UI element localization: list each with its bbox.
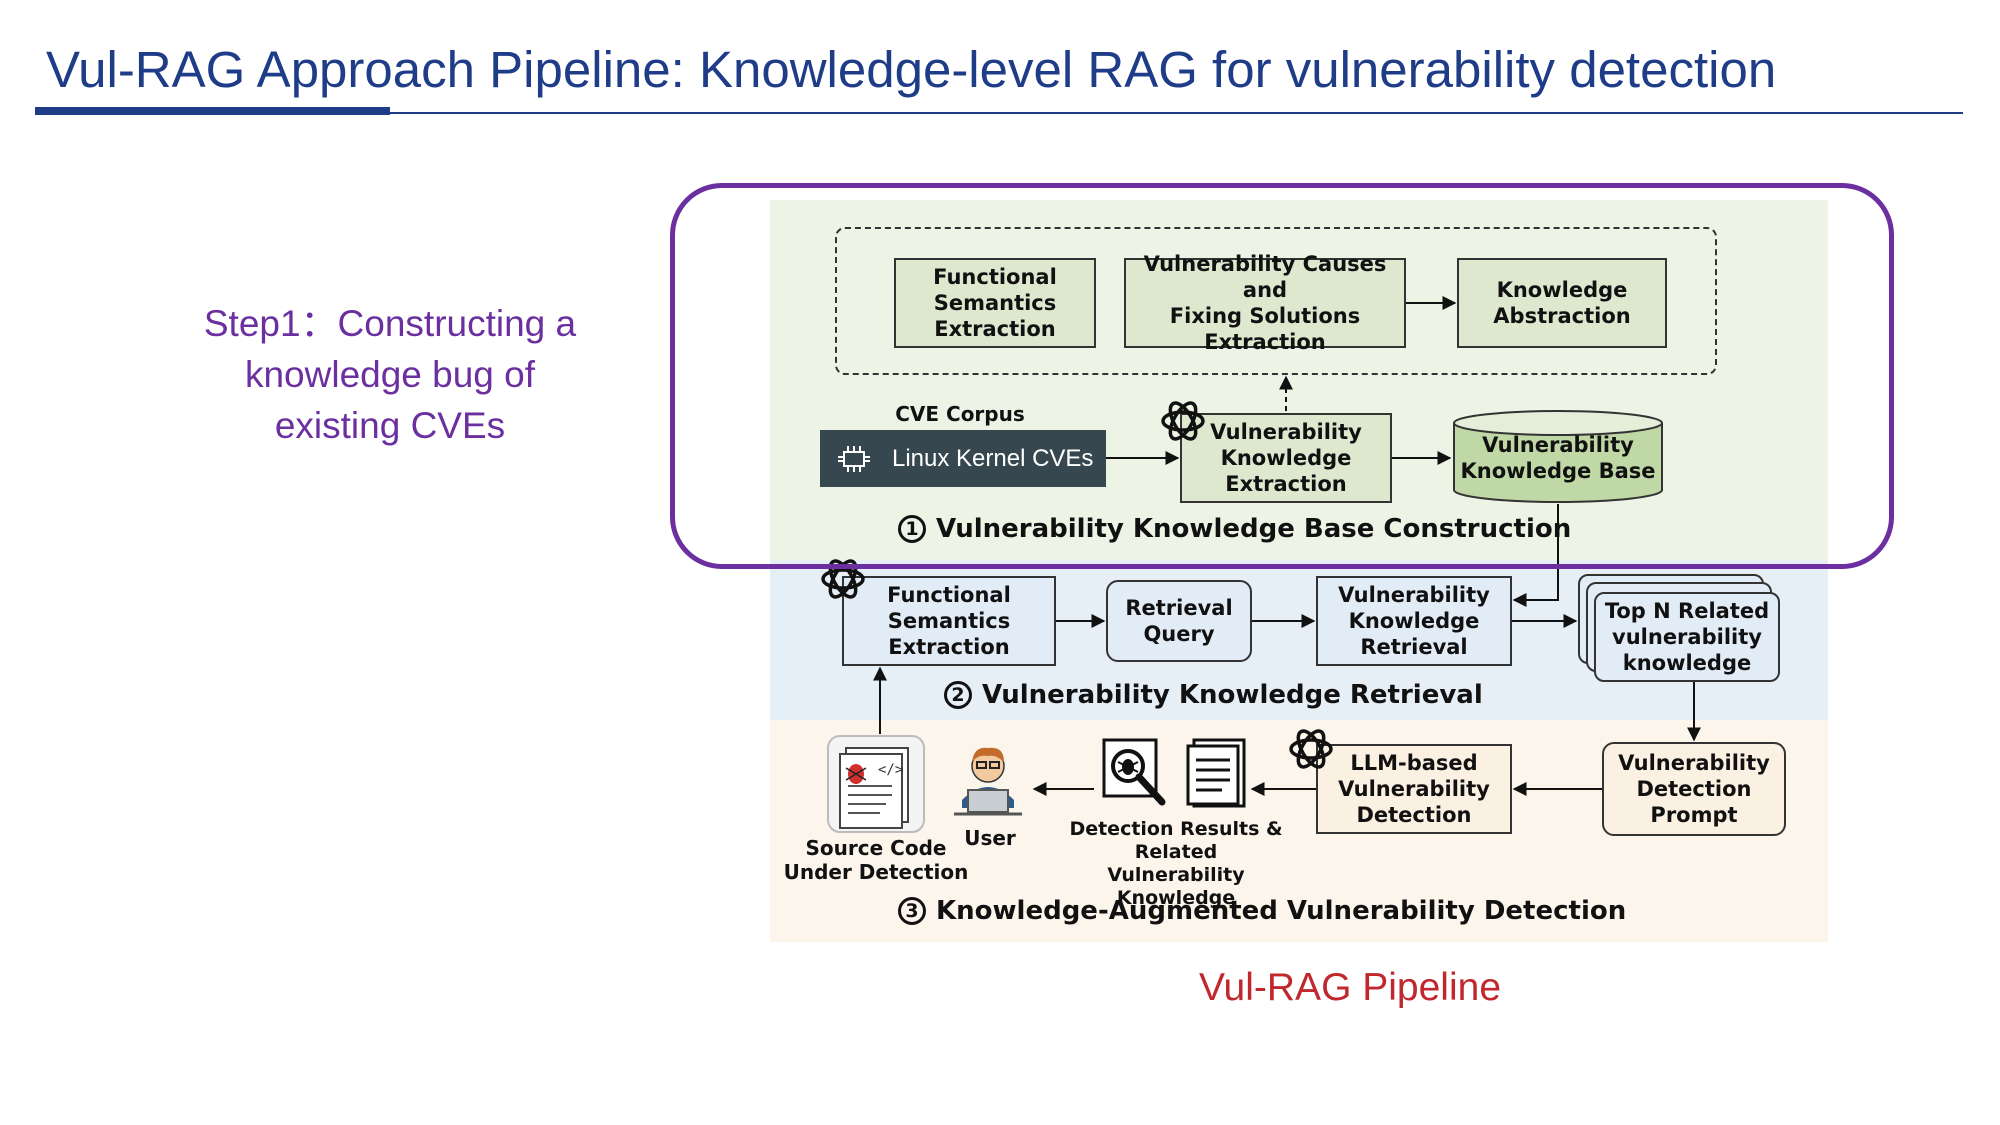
stage3-label-text: Knowledge-Augmented Vulnerability Detect… bbox=[936, 896, 1627, 926]
title-underline-accent bbox=[35, 107, 390, 115]
step-description: Step1：Constructing a knowledge bug of ex… bbox=[180, 298, 600, 451]
magnifier-bug-icon bbox=[1102, 738, 1166, 806]
database-icon bbox=[1453, 410, 1663, 503]
stage2-label: 2 Vulnerability Knowledge Retrieval bbox=[944, 680, 1483, 710]
detection-results-label: Detection Results &Related Vulnerability… bbox=[1069, 818, 1283, 909]
user-label: User bbox=[964, 826, 1016, 850]
svg-text:</>: </> bbox=[878, 762, 903, 778]
stage1-number: 1 bbox=[898, 515, 926, 543]
stage1-label: 1 Vulnerability Knowledge Base Construct… bbox=[898, 514, 1571, 544]
slide-title: Vul-RAG Approach Pipeline: Knowledge-lev… bbox=[46, 41, 1777, 98]
stage3-label: 3 Knowledge-Augmented Vulnerability Dete… bbox=[898, 896, 1626, 926]
document-icon bbox=[1186, 738, 1246, 808]
pipeline-caption: Vul-RAG Pipeline bbox=[1198, 966, 1502, 1009]
cve-corpus-label: CVE Corpus bbox=[895, 402, 1025, 426]
arrow-kb-to-retrieval bbox=[1512, 504, 1559, 607]
openai-logo-icon bbox=[1289, 729, 1333, 769]
step-line-2: knowledge bug of bbox=[244, 354, 536, 395]
source-code-bug-icon: </> bbox=[827, 735, 925, 833]
stage3-number: 3 bbox=[898, 897, 926, 925]
openai-logo-icon bbox=[1161, 401, 1205, 441]
step-line-3: existing CVEs bbox=[274, 405, 506, 446]
stage2-number: 2 bbox=[944, 681, 972, 709]
openai-logo-icon bbox=[821, 559, 865, 599]
cve-corpus-item: Linux Kernel CVEs bbox=[820, 430, 1106, 487]
circuit-icon bbox=[838, 445, 870, 472]
user-laptop-icon bbox=[954, 747, 1022, 816]
knowledge-extraction-group bbox=[835, 227, 1717, 375]
cve-corpus-item-text: Linux Kernel CVEs bbox=[892, 444, 1094, 472]
title-underline bbox=[35, 112, 1963, 114]
step1-highlight-outline bbox=[670, 183, 1894, 569]
stage2-label-text: Vulnerability Knowledge Retrieval bbox=[982, 680, 1483, 710]
stage1-label-text: Vulnerability Knowledge Base Constructio… bbox=[936, 514, 1572, 544]
step-line-1: Step1：Constructing a bbox=[203, 303, 577, 344]
